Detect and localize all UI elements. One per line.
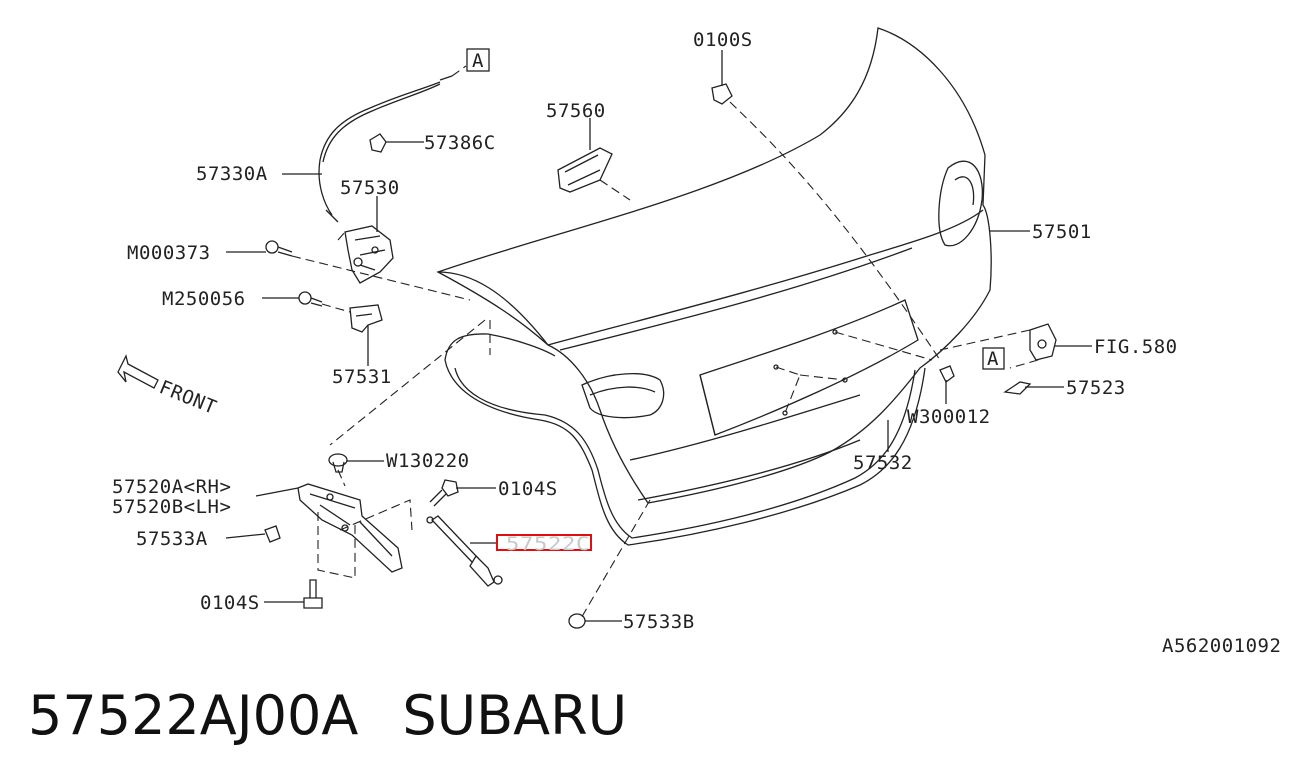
trunk-lock	[344, 225, 394, 284]
callout-m250056: M250056	[162, 288, 246, 310]
ref-marker-a-right: A	[982, 347, 1005, 370]
svg-text:A: A	[987, 348, 999, 370]
callout-57531: 57531	[332, 366, 392, 388]
callout-fig580: FIG.580	[1094, 336, 1178, 358]
callout-labels: 0100S 57560 57386C 57330A 57530 M000373 …	[112, 29, 1281, 657]
cable-clip	[369, 133, 387, 153]
callout-57533a: 57533A	[136, 528, 208, 550]
grommet-0100s	[711, 70, 733, 105]
callout-57560: 57560	[546, 100, 606, 122]
trunk-lid	[436, 27, 992, 504]
parts-diagram: A A FRONT 0100S 57560 57386C 57330A 5753…	[112, 27, 1281, 657]
callout-57522c: 57522C	[506, 533, 590, 555]
hinge	[297, 483, 403, 573]
callout-m000373: M000373	[127, 242, 211, 264]
svg-text:FRONT: FRONT	[156, 376, 220, 419]
highlight-box	[496, 534, 592, 551]
leader-lines	[225, 50, 1092, 622]
callout-57533b: 57533B	[623, 611, 695, 633]
bumper-w300012	[939, 365, 955, 383]
callout-w300012: W300012	[907, 406, 991, 428]
front-direction-arrow: FRONT	[117, 354, 220, 419]
callout-57520b: 57520B<LH>	[112, 496, 231, 518]
callout-57330a: 57330A	[196, 163, 268, 185]
striker	[349, 304, 383, 333]
callout-w130220: W130220	[386, 450, 470, 472]
callout-57520a: 57520A<RH>	[112, 476, 231, 498]
callout-57386c: 57386C	[424, 132, 496, 154]
brand-name: SUBARU	[402, 684, 628, 747]
drawing-code: A562001092	[1162, 635, 1281, 657]
bolt-0104s-left	[303, 579, 323, 609]
fig580-bracket	[1029, 323, 1057, 361]
weatherstrip	[444, 333, 926, 546]
callout-0104s-left: 0104S	[200, 592, 260, 614]
part-number: 57522AJ00A	[28, 684, 359, 747]
callout-0104s-right: 0104S	[498, 478, 558, 500]
bumper-w130220	[328, 453, 348, 473]
lamp-cover	[557, 147, 613, 193]
part-title: 57522AJ00A SUBARU	[28, 684, 627, 748]
bolt-m250056	[298, 291, 323, 307]
bolt-m000373	[265, 240, 293, 257]
dashed-assembly-lines	[291, 101, 1039, 621]
bumper-57533a	[264, 525, 281, 543]
gas-strut	[426, 515, 503, 587]
callout-57523: 57523	[1066, 377, 1126, 399]
callout-0100s-top: 0100S	[693, 29, 753, 51]
clip-57523	[1003, 381, 1032, 395]
ref-marker-a-top: A	[466, 48, 490, 72]
callout-57532: 57532	[853, 452, 913, 474]
svg-text:A: A	[472, 50, 484, 72]
callout-57501: 57501	[1032, 221, 1092, 243]
callout-57530: 57530	[340, 177, 400, 199]
bolt-0104s-right	[429, 479, 459, 507]
release-cable	[318, 65, 467, 223]
